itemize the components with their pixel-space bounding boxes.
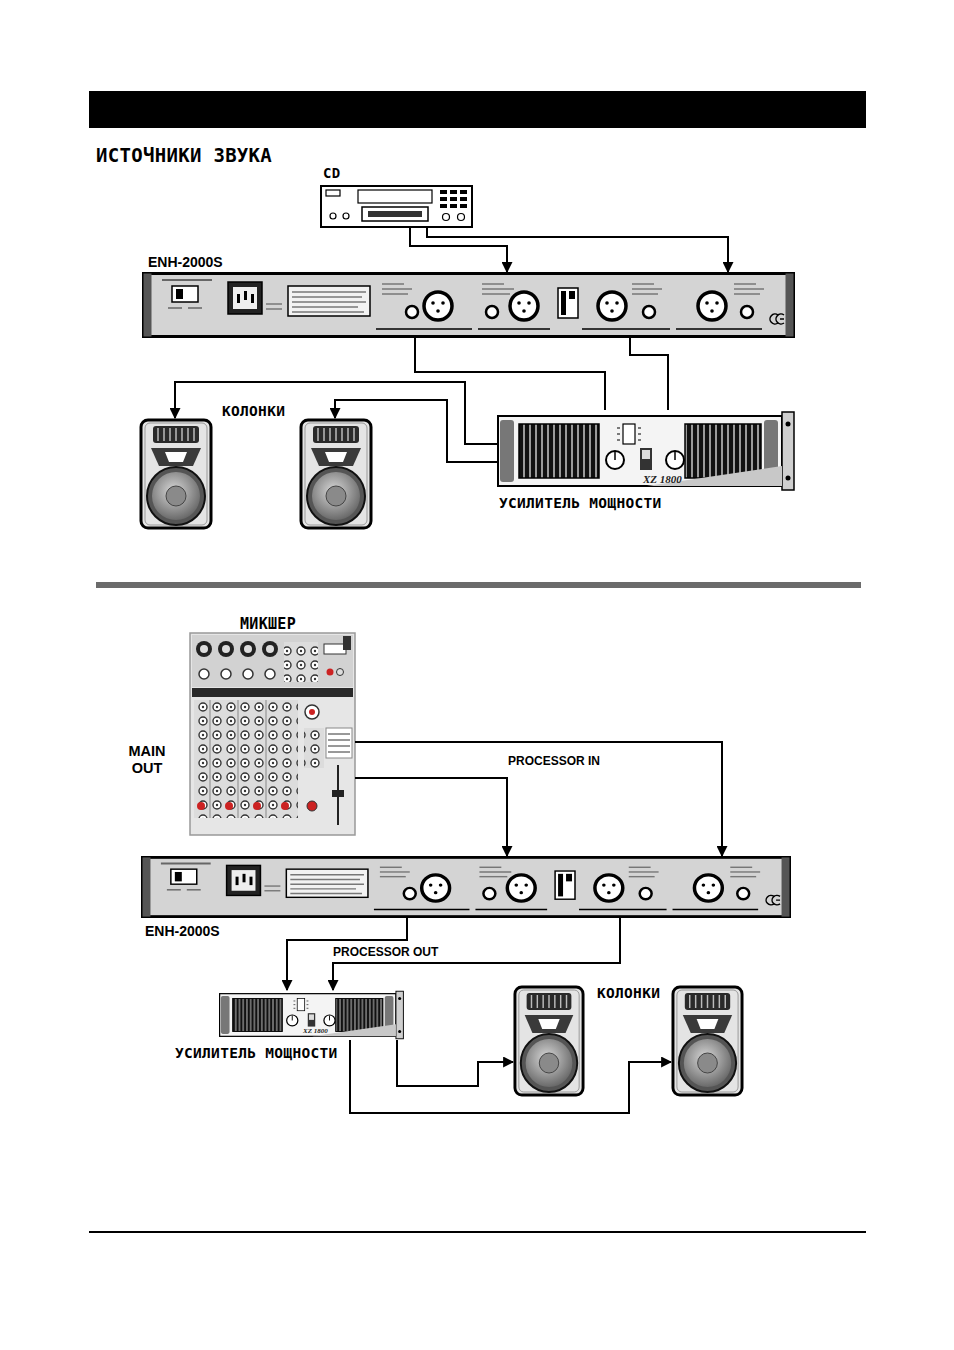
- speaker-cabinet: [141, 420, 211, 528]
- cd-player-box: CD: [321, 186, 472, 227]
- power-amplifier: [498, 412, 794, 490]
- rear-panel: [144, 274, 794, 337]
- signal-cable: [287, 918, 407, 990]
- mixer-box: МИКШЕР: [190, 633, 355, 835]
- device-label: CD: [323, 166, 340, 181]
- header-bar: [89, 91, 866, 128]
- footer-rule: [89, 1231, 866, 1233]
- processor-panel: ENH-2000S: [141, 856, 791, 918]
- amplifier-box: XZ 1800УСИЛИТЕЛЬ МОЩНОСТИ: [497, 410, 795, 492]
- device-label: УСИЛИТЕЛЬ МОЩНОСТИ: [499, 496, 662, 512]
- speaker-cabinet: [673, 987, 742, 1095]
- speaker-box: [513, 985, 585, 1097]
- signal-cable: [630, 338, 668, 410]
- amplifier-box: XZ 1800УСИЛИТЕЛЬ МОЩНОСТИ: [219, 990, 404, 1040]
- signal-cable: [355, 778, 507, 856]
- section-divider: [96, 582, 861, 588]
- signal-cable: [175, 382, 497, 444]
- group-label: КОЛОНКИ: [597, 986, 660, 1002]
- processor-panel: ENH-2000S: [142, 272, 795, 338]
- signal-cable: [410, 227, 507, 272]
- group-label: КОЛОНКИ: [222, 404, 285, 420]
- cable-label: PROCESSOR OUT: [333, 946, 438, 959]
- section-heading: ИСТОЧНИКИ ЗВУКА: [96, 145, 272, 166]
- speaker-box: [671, 985, 744, 1097]
- signal-cable: [333, 918, 620, 990]
- signal-cable: [335, 400, 497, 462]
- model-name: XZ 1800: [643, 473, 682, 485]
- device-label: УСИЛИТЕЛЬ МОЩНОСТИ: [175, 1046, 338, 1062]
- model-name: XZ 1800: [303, 1028, 328, 1036]
- signal-cable: [397, 1040, 513, 1086]
- speaker-box: [139, 418, 213, 530]
- rear-panel: [142, 857, 789, 916]
- signal-cable: [415, 338, 605, 410]
- power-amplifier: [220, 991, 404, 1039]
- device-label: ENH-2000S: [148, 255, 223, 270]
- speaker-cabinet: [515, 987, 583, 1095]
- port-label: MAIN OUT: [118, 743, 176, 777]
- mixer-console: [190, 633, 355, 835]
- signal-cable: [427, 227, 728, 272]
- device-label: МИКШЕР: [240, 616, 296, 633]
- cd-player: [321, 186, 472, 227]
- signal-cable: [350, 1040, 671, 1113]
- speaker-cabinet: [301, 420, 371, 528]
- device-label: ENH-2000S: [145, 924, 220, 939]
- signal-cable: [355, 742, 722, 856]
- speaker-box: [299, 418, 373, 530]
- cable-label: PROCESSOR IN: [508, 755, 600, 768]
